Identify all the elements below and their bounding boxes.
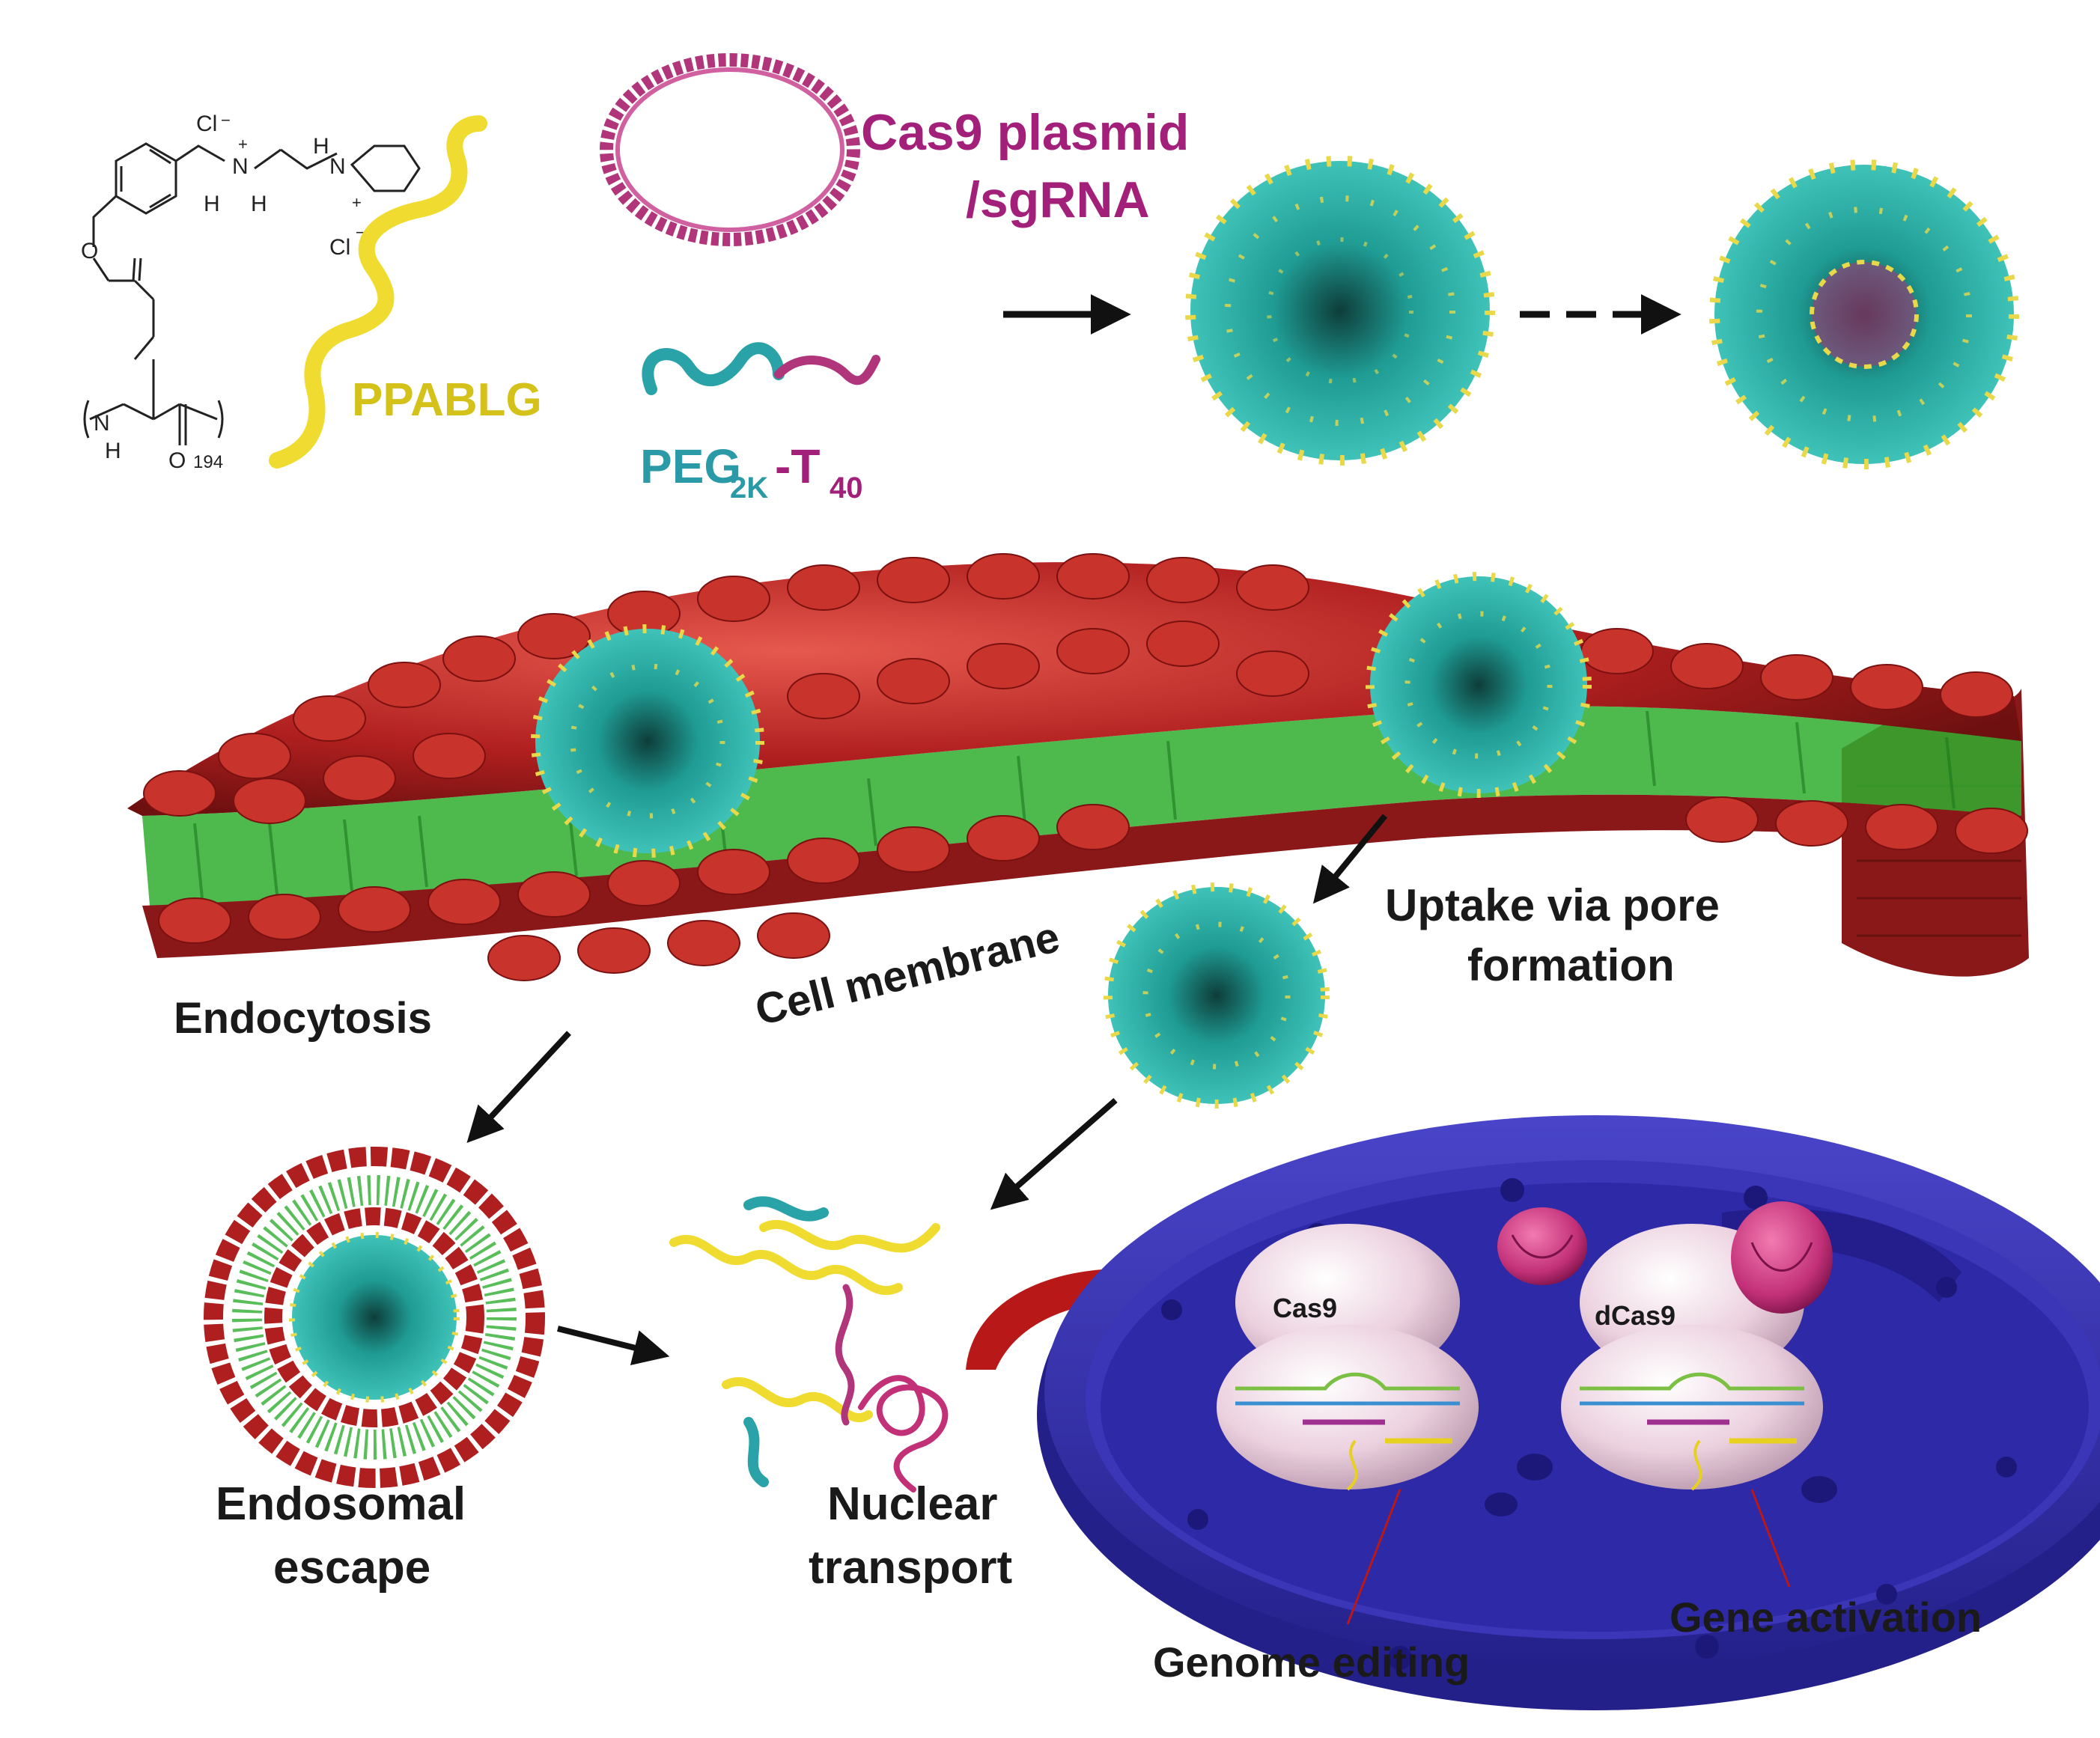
nitrogen-label: N: [94, 411, 110, 436]
release-arrow: [990, 1097, 1118, 1210]
chloride-label: Cl: [196, 112, 217, 136]
cas9-complex: [1217, 1224, 1479, 1491]
charge-plus: +: [352, 193, 362, 212]
hydrogen-label: H: [204, 192, 220, 216]
escape-arrow: [557, 1326, 670, 1365]
t-label: -T: [775, 439, 820, 493]
hydrogen-label: H: [105, 439, 121, 463]
oxygen-label: O: [81, 239, 98, 263]
gene-activation-label: Gene activation: [1670, 1594, 1982, 1641]
hydrogen-label: H: [251, 192, 267, 216]
pore-uptake-arrow: [1312, 814, 1388, 904]
oxygen-label: O: [168, 448, 186, 473]
activator-domain-right: [1731, 1201, 1833, 1314]
dcas9-protein-label: dCas9: [1595, 1300, 1676, 1331]
nitrogen-label: N: [232, 154, 249, 179]
peg-label: PEG: [640, 439, 741, 493]
nuclear-transport-label-line1: Nuclear: [827, 1478, 997, 1530]
endosomal-label-line1: Endosomal: [216, 1478, 466, 1530]
t-subscript: 40: [830, 472, 863, 504]
genome-editing-pointer: [1346, 1489, 1401, 1625]
peg-subscript: 2K: [730, 472, 768, 504]
nanoparticle-top-2: [1709, 159, 2019, 469]
nanoparticle-top-1: [1185, 156, 1495, 466]
endosomal-label-line2: escape: [273, 1542, 430, 1594]
chloride-label: Cl: [329, 235, 350, 260]
endocytosis-label: Endocytosis: [174, 994, 432, 1043]
gene-activation-pointer: [1750, 1489, 1791, 1588]
genome-editing-label: Genome editing: [1153, 1638, 1470, 1686]
released-polymers: [669, 1196, 949, 1492]
uptake-label-line2: formation: [1467, 940, 1675, 990]
nanoparticle-endocytosis: [531, 624, 764, 858]
uptake-label-line1: Uptake via pore: [1385, 880, 1720, 930]
cell-membrane: [127, 553, 2029, 981]
ppablg-structure: [83, 142, 421, 445]
cas9-protein-label: Cas9: [1273, 1293, 1337, 1323]
repeat-subscript: 194: [193, 452, 223, 472]
peg-t40-polymer: [642, 342, 880, 395]
charge-minus: −: [221, 111, 231, 129]
peg-t40-label: PEG 2K -T 40: [640, 439, 863, 504]
cas9-plasmid-ring: [600, 53, 860, 246]
nitrogen-label: N: [329, 154, 346, 179]
charge-plus: +: [238, 135, 248, 153]
cas9-plasmid-label-line2: /sgRNA: [966, 171, 1150, 228]
nuclear-transport-label-line2: transport: [809, 1542, 1012, 1594]
nanoparticle-pore: [1366, 572, 1592, 798]
ppablg-atom-labels: Cl − N + H H H N + Cl − O N H O 194: [81, 111, 365, 473]
endocytosis-arrow: [466, 1031, 571, 1144]
ppablg-polymer-strand: [269, 115, 487, 469]
hydrogen-label: H: [313, 134, 329, 159]
endosome: [204, 1147, 545, 1488]
cas9-plasmid-label-line1: Cas9 plasmid: [861, 104, 1189, 161]
activator-domain-left: [1497, 1207, 1587, 1285]
ppablg-label: PPABLG: [352, 374, 542, 426]
nanoparticle-internalized: [1104, 882, 1330, 1109]
